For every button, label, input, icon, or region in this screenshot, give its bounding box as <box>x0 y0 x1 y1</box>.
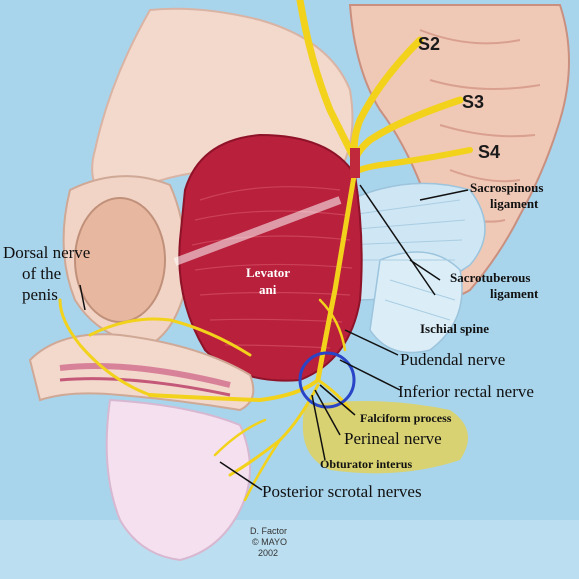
label-levator-1: Levator <box>246 265 290 280</box>
label-inferior-rectal-nerve: Inferior rectal nerve <box>398 382 534 401</box>
levator-ani-muscle <box>178 133 363 382</box>
leader-lines <box>79 184 469 491</box>
label-sacrospinous-1: Sacrospinous <box>470 180 543 195</box>
muscle-fibers <box>191 186 353 349</box>
label-dorsal-1: Dorsal nerve <box>3 243 90 262</box>
pudendal-vessels <box>350 148 360 178</box>
label-posterior-scrotal-nerves: Posterior scrotal nerves <box>262 482 422 501</box>
sacrotuberous-ligament-shape <box>369 251 463 354</box>
label-sacrospinous-2: ligament <box>490 196 539 211</box>
label-s4: S4 <box>478 142 500 162</box>
label-perineal-nerve: Perineal nerve <box>344 429 442 448</box>
label-dorsal-3: penis <box>22 285 58 304</box>
label-obturator-interus: Obturator interus <box>320 457 412 471</box>
label-sacrotuberous-2: ligament <box>490 286 539 301</box>
label-falciform-process: Falciform process <box>360 411 452 425</box>
urethra <box>59 377 231 397</box>
label-ischial-spine: Ischial spine <box>420 321 489 336</box>
label-pudendal-nerve: Pudendal nerve <box>400 350 505 369</box>
highlight-region <box>302 401 468 474</box>
credit-line-3: 2002 <box>258 548 278 558</box>
label-dorsal-2: of the <box>22 264 61 283</box>
scrotum <box>105 398 251 562</box>
label-s3: S3 <box>462 92 484 112</box>
credit-line-2: © MAYO <box>252 537 287 547</box>
background-lower <box>0 520 579 579</box>
corpus-spongiosum <box>59 363 231 388</box>
muscle-highlight <box>173 196 342 266</box>
sacrum-segment-lines <box>419 29 541 223</box>
credit-line-1: D. Factor <box>250 526 287 536</box>
label-s2: S2 <box>418 34 440 54</box>
label-sacrotuberous-1: Sacrotuberous <box>450 270 530 285</box>
focus-circle <box>298 351 356 409</box>
ligament-fibers <box>344 199 466 321</box>
label-levator-2: ani <box>259 282 277 297</box>
